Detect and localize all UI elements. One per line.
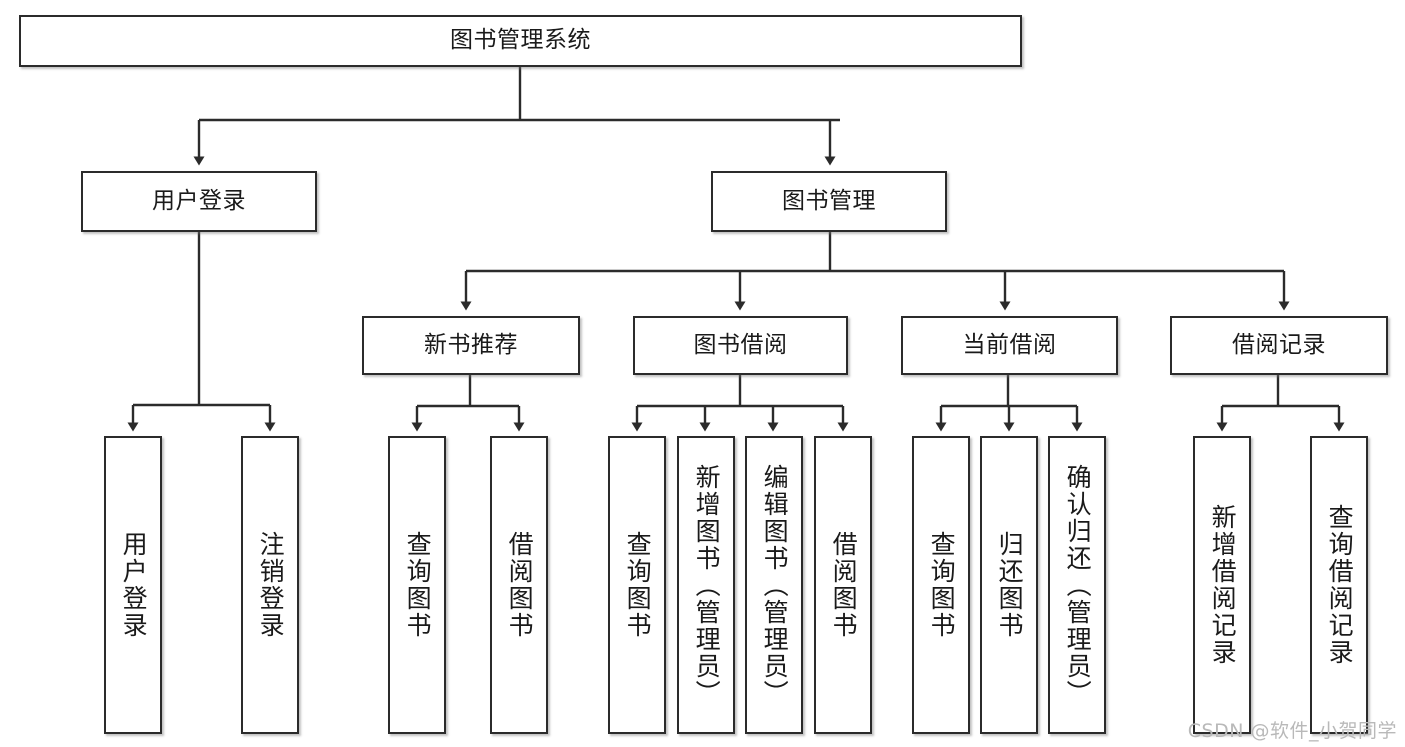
node-leaf-logout-label: 注销登录 [256, 531, 286, 639]
node-leaf-current-query-book-label: 查询图书 [927, 531, 957, 639]
node-leaf-current-confirm-return-admin[interactable]: 确认归还（管理员） [1048, 436, 1106, 734]
node-user-login[interactable]: 用户登录 [81, 171, 317, 232]
watermark-text: CSDN @软件_小贺同学 [1187, 720, 1397, 742]
node-leaf-current-return-book-label: 归还图书 [995, 531, 1025, 639]
node-user-login-label: 用户登录 [152, 187, 246, 214]
node-leaf-logout[interactable]: 注销登录 [241, 436, 299, 734]
node-book-borrow[interactable]: 图书借阅 [633, 316, 848, 375]
node-leaf-borrow-edit-book-admin[interactable]: 编辑图书（管理员） [745, 436, 803, 734]
node-current-borrow[interactable]: 当前借阅 [901, 316, 1118, 375]
node-borrow-records[interactable]: 借阅记录 [1170, 316, 1388, 375]
node-leaf-records-add-record[interactable]: 新增借阅记录 [1193, 436, 1251, 734]
node-leaf-records-add-record-label: 新增借阅记录 [1208, 504, 1238, 666]
node-new-book-recommend-label: 新书推荐 [424, 331, 518, 358]
node-leaf-borrow-edit-book-admin-label: 编辑图书（管理员） [760, 463, 790, 707]
node-leaf-current-confirm-return-admin-label: 确认归还（管理员） [1063, 463, 1093, 707]
node-leaf-records-query-record-label: 查询借阅记录 [1325, 504, 1355, 666]
node-book-management[interactable]: 图书管理 [711, 171, 947, 232]
node-leaf-borrow-lend-book[interactable]: 借阅图书 [814, 436, 872, 734]
node-leaf-newbook-borrow-book-label: 借阅图书 [505, 531, 535, 639]
node-leaf-borrow-query-book[interactable]: 查询图书 [608, 436, 666, 734]
node-book-management-label: 图书管理 [782, 187, 876, 214]
node-leaf-user-login-label: 用户登录 [119, 531, 149, 639]
node-leaf-newbook-borrow-book[interactable]: 借阅图书 [490, 436, 548, 734]
node-new-book-recommend[interactable]: 新书推荐 [362, 316, 580, 375]
node-leaf-current-query-book[interactable]: 查询图书 [912, 436, 970, 734]
node-leaf-borrow-query-book-label: 查询图书 [623, 531, 653, 639]
node-leaf-borrow-lend-book-label: 借阅图书 [829, 531, 859, 639]
node-leaf-newbook-query-book[interactable]: 查询图书 [388, 436, 446, 734]
node-leaf-current-return-book[interactable]: 归还图书 [980, 436, 1038, 734]
node-root-book-management-system[interactable]: 图书管理系统 [19, 15, 1022, 67]
node-current-borrow-label: 当前借阅 [962, 331, 1057, 358]
node-leaf-newbook-query-book-label: 查询图书 [403, 531, 433, 639]
node-borrow-records-label: 借阅记录 [1232, 331, 1326, 358]
node-book-borrow-label: 图书借阅 [693, 331, 788, 358]
node-leaf-records-query-record[interactable]: 查询借阅记录 [1310, 436, 1368, 734]
node-leaf-borrow-add-book-admin[interactable]: 新增图书（管理员） [677, 436, 735, 734]
node-leaf-user-login[interactable]: 用户登录 [104, 436, 162, 734]
node-root-label: 图书管理系统 [450, 27, 591, 54]
node-leaf-borrow-add-book-admin-label: 新增图书（管理员） [692, 463, 722, 707]
